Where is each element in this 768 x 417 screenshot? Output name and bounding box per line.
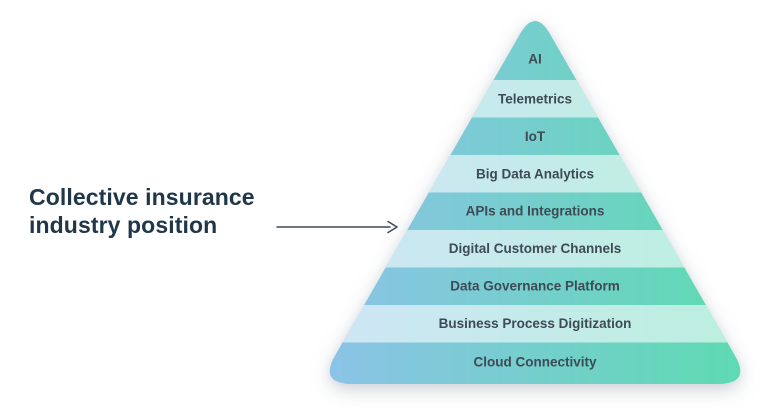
pyramid-light-band-business-process-digitization: [329, 305, 741, 343]
layer-label-telemetrics: Telemetrics: [498, 92, 572, 107]
annotation-arrow: [276, 220, 398, 234]
arrow-head-icon: [387, 220, 398, 234]
layer-label-cloud-connectivity: Cloud Connectivity: [473, 355, 596, 370]
layer-label-business-process-digitization: Business Process Digitization: [439, 316, 632, 331]
annotation-line-2: industry position: [29, 212, 218, 238]
layer-label-big-data-analytics: Big Data Analytics: [476, 167, 594, 182]
layer-label-digital-customer-channels: Digital Customer Channels: [449, 241, 622, 256]
layer-label-data-governance-platform: Data Governance Platform: [450, 279, 620, 294]
layer-label-apis-and-integrations: APIs and Integrations: [466, 204, 605, 219]
layer-label-iot: IoT: [525, 129, 546, 144]
pyramid-shape: [329, 21, 741, 384]
annotation-text: Collective insurance industry position: [29, 183, 255, 239]
annotation-line-1: Collective insurance: [29, 184, 255, 210]
layer-label-ai: AI: [528, 52, 542, 67]
pyramid-layer-labels: AI Telemetrics IoT Big Data Analytics AP…: [439, 52, 632, 370]
